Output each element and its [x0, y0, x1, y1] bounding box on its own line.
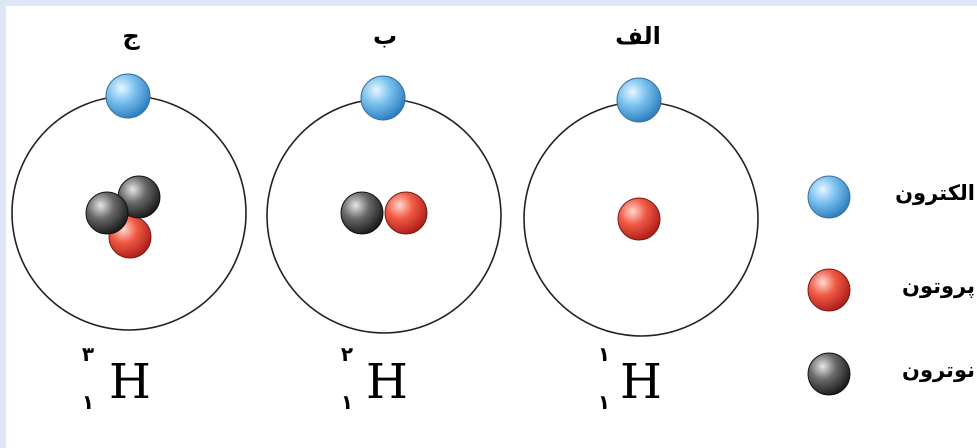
proton-protium — [617, 197, 661, 241]
atomic-number-deuterium: ۱ — [340, 390, 354, 414]
symbol-protium: H — [620, 354, 662, 410]
legend-proton-label: پروتون — [902, 274, 975, 298]
atomic-number-protium: ۱ — [597, 390, 611, 414]
neutron-deuterium — [340, 191, 384, 235]
legend-neutron-label: نوترون — [902, 358, 975, 382]
mass-number-protium: ۱ — [597, 342, 611, 366]
diagram-svg — [11, 73, 851, 396]
legend-neutron-swatch — [807, 352, 851, 396]
proton-deuterium — [384, 191, 428, 235]
mass-number-tritium: ۳ — [81, 342, 95, 366]
neutron-tritium-front — [85, 191, 129, 235]
electron-tritium — [105, 73, 151, 119]
title-protium: الف — [615, 22, 661, 50]
mass-number-deuterium: ۲ — [340, 342, 354, 366]
atomic-number-tritium: ۱ — [81, 390, 95, 414]
orbit-deuterium — [266, 98, 502, 334]
electron-deuterium — [360, 75, 406, 121]
title-deuterium: ب — [372, 22, 398, 50]
legend-electron-swatch — [807, 175, 851, 219]
legend-proton-swatch — [807, 268, 851, 312]
legend-electron-label: الکترون — [895, 181, 975, 205]
isotope-diagram: ج ب الف ۳ ۱ H ۲ ۱ H ۱ ۱ H الکترون پروتون… — [6, 6, 977, 448]
symbol-deuterium: H — [366, 354, 408, 410]
title-tritium: ج — [122, 22, 140, 50]
electron-protium — [616, 77, 662, 123]
symbol-tritium: H — [109, 354, 151, 410]
